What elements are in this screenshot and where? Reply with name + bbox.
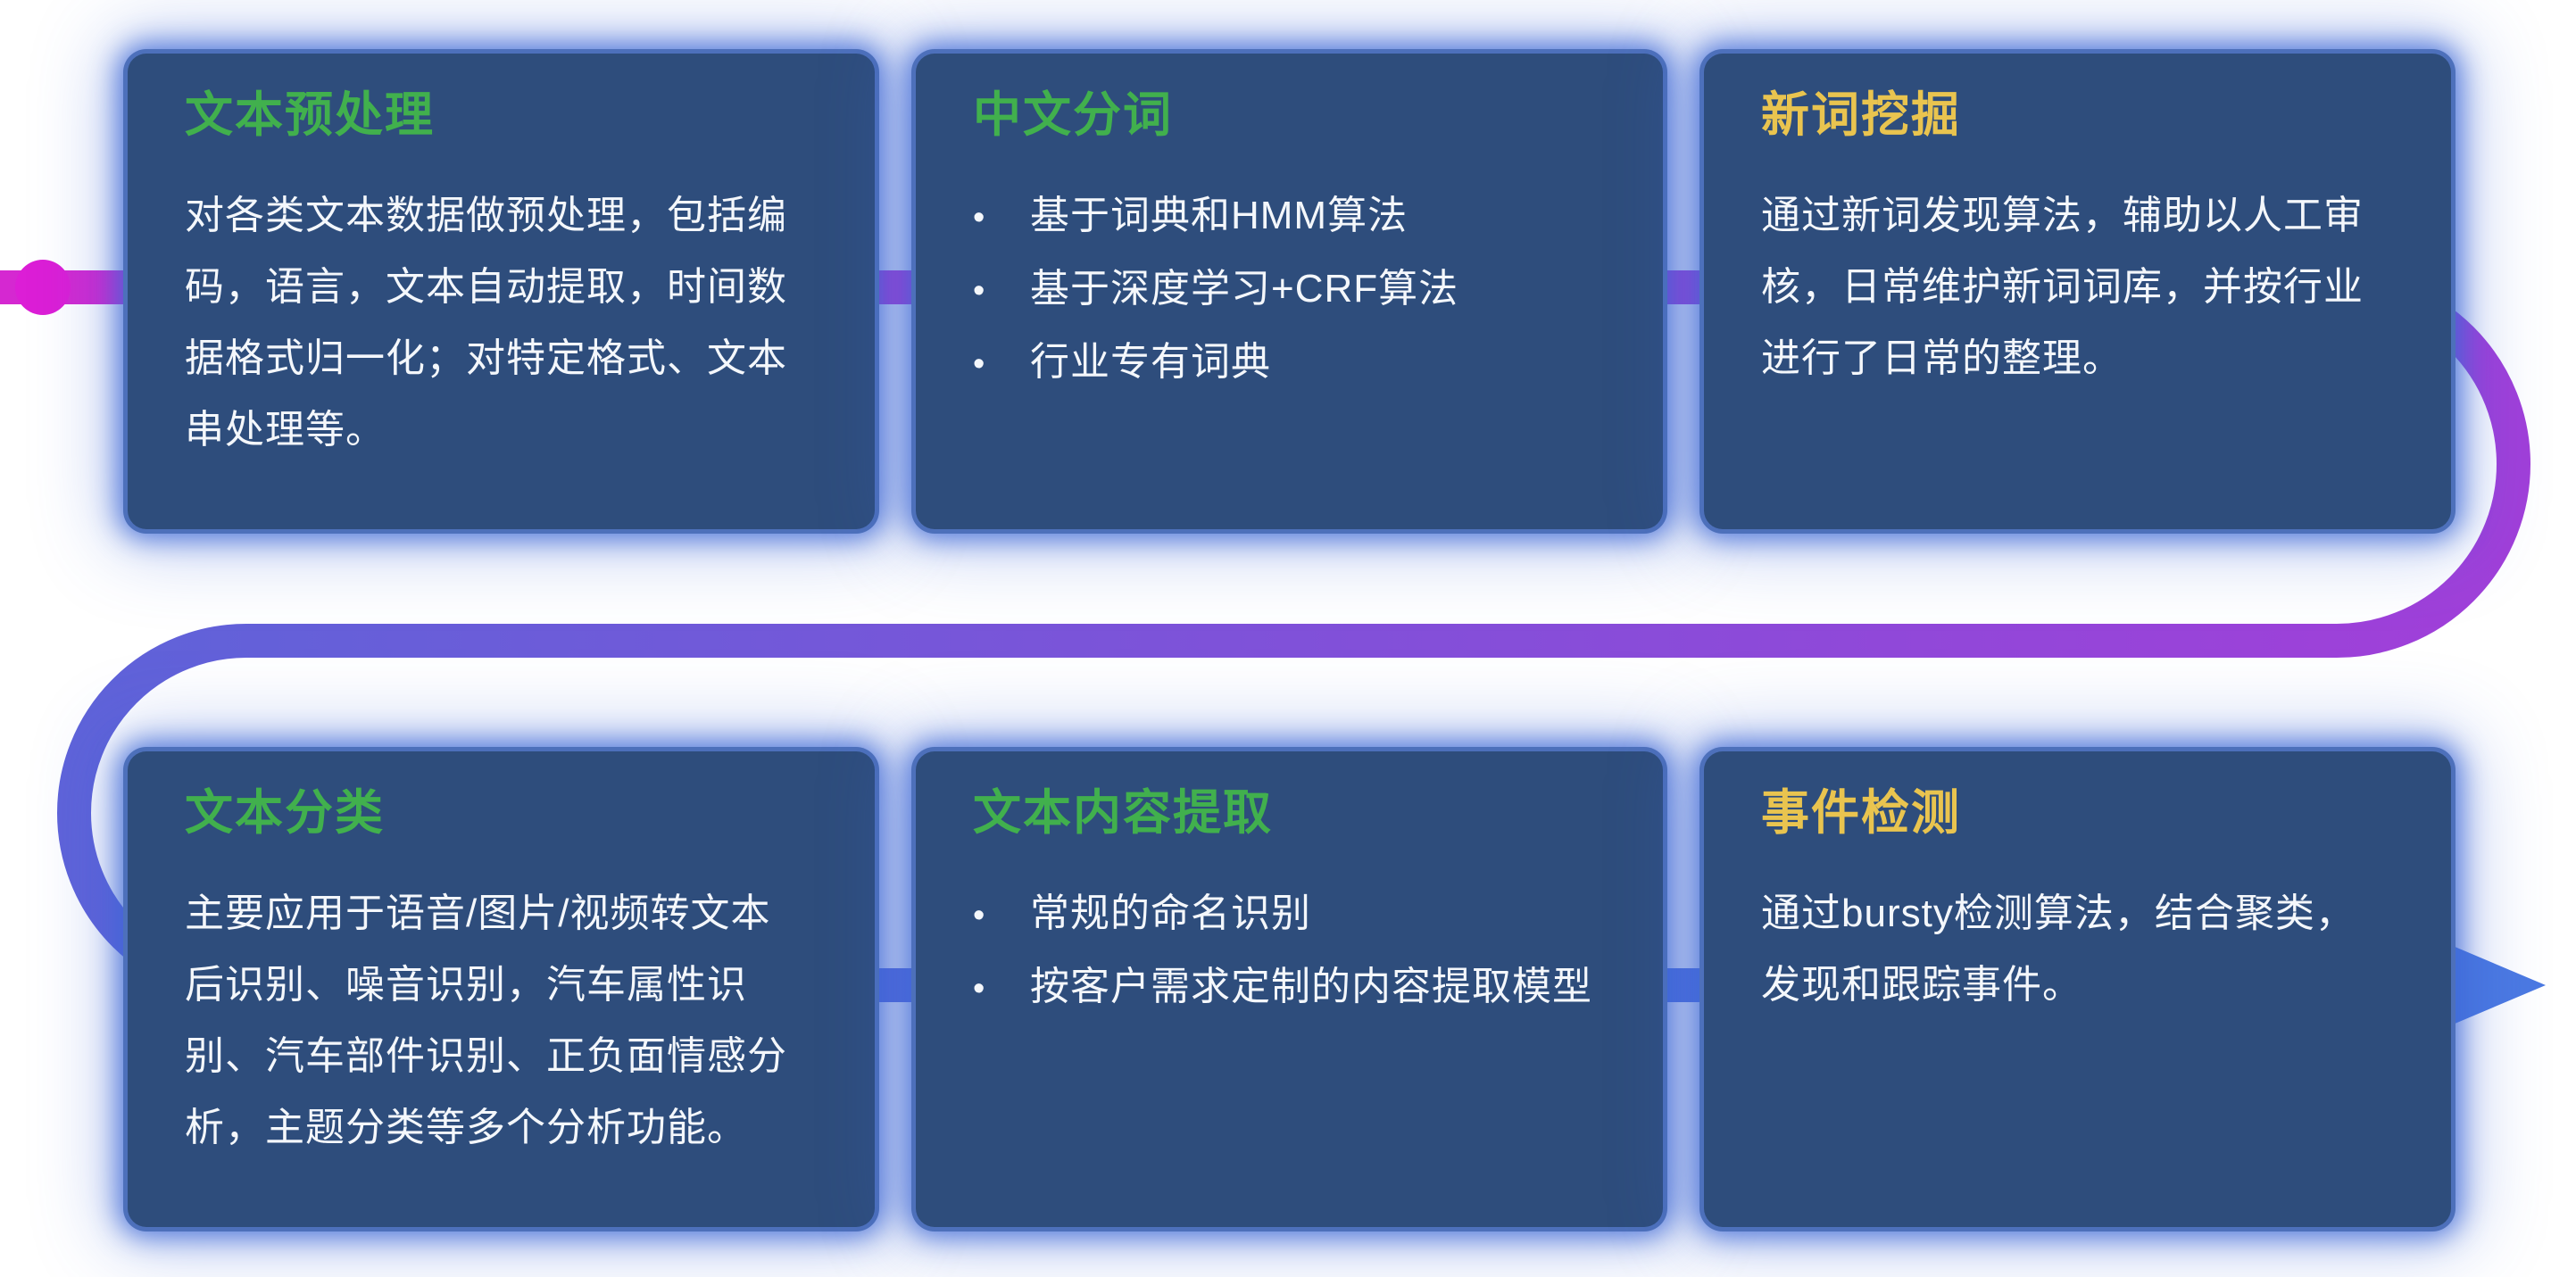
bullet-text: 基于词典和HMM算法 [1030, 194, 1408, 237]
bullet-icon [973, 327, 1030, 400]
bullet-text: 常规的命名识别 [1030, 891, 1311, 935]
card-text-content-extraction: 文本内容提取 常规的命名识别 按客户需求定制的内容提取模型 [911, 747, 1667, 1231]
flow-arrow-right-icon [2453, 946, 2546, 1024]
card-title: 文本分类 [185, 786, 385, 840]
pipeline-cards: 文本预处理 对各类文本数据做预处理，包括编码，语言，文本自动提取，时间数据格式归… [123, 49, 2456, 1231]
bullet-icon [973, 878, 1030, 951]
bullet-list: 常规的命名识别 按客户需求定制的内容提取模型 [973, 878, 1606, 1024]
card-body: 主要应用于语音/图片/视频转文本后识别、噪音识别，汽车属性识别、汽车部件识别、正… [185, 891, 787, 1149]
bullet-text: 按客户需求定制的内容提取模型 [1030, 965, 1592, 1008]
card-text-classification: 文本分类 主要应用于语音/图片/视频转文本后识别、噪音识别，汽车属性识别、汽车部… [123, 747, 879, 1231]
bullet-text: 行业专有词典 [1030, 340, 1271, 384]
flow-path-return [57, 270, 2530, 1002]
bullet-list: 基于词典和HMM算法 基于深度学习+CRF算法 行业专有词典 [973, 180, 1606, 400]
card-new-word-mining: 新词挖掘 通过新词发现算法，辅助以人工审核，日常维护新词词库，并按行业进行了日常… [1699, 49, 2456, 534]
bullet-item: 按客户需求定制的内容提取模型 [973, 951, 1606, 1024]
card-body: 通过bursty检测算法，结合聚类，发现和跟踪事件。 [1761, 891, 2356, 1007]
card-title: 新词挖掘 [1761, 88, 1961, 142]
card-body: 对各类文本数据做预处理，包括编码，语言，文本自动提取，时间数据格式归一化；对特定… [185, 194, 787, 452]
card-body: 通过新词发现算法，辅助以人工审核，日常维护新词词库，并按行业进行了日常的整理。 [1761, 194, 2364, 380]
bullet-icon [973, 180, 1030, 253]
bullet-icon [973, 951, 1030, 1024]
bullet-item: 基于深度学习+CRF算法 [973, 253, 1606, 327]
card-title: 文本内容提取 [973, 786, 1273, 840]
card-text-preprocessing: 文本预处理 对各类文本数据做预处理，包括编码，语言，文本自动提取，时间数据格式归… [123, 49, 879, 534]
bullet-text: 基于深度学习+CRF算法 [1030, 267, 1459, 311]
card-title: 中文分词 [973, 88, 1173, 142]
bullet-item: 基于词典和HMM算法 [973, 180, 1606, 253]
card-title: 文本预处理 [185, 88, 435, 142]
card-event-detection: 事件检测 通过bursty检测算法，结合聚类，发现和跟踪事件。 [1699, 747, 2456, 1231]
card-title: 事件检测 [1761, 786, 1961, 840]
bullet-item: 行业专有词典 [973, 327, 1606, 400]
flow-start-dot-icon [15, 260, 71, 315]
bullet-item: 常规的命名识别 [973, 878, 1606, 951]
card-chinese-word-segmentation: 中文分词 基于词典和HMM算法 基于深度学习+CRF算法 行业专有词典 [911, 49, 1667, 534]
bullet-icon [973, 253, 1030, 327]
